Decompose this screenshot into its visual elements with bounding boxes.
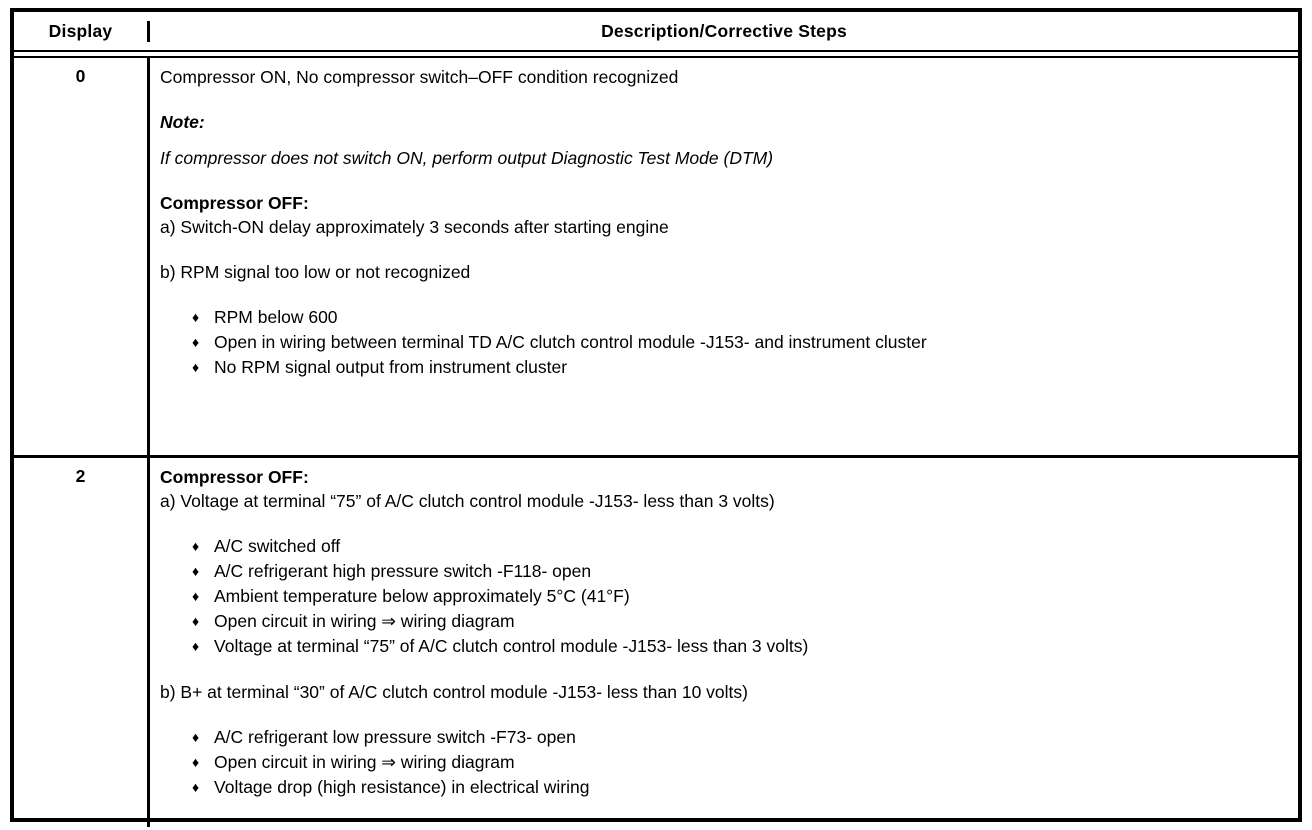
bullet-item: ♦ Open circuit in wiring ⇒ wiring diagram (192, 750, 1286, 775)
description-cell: Compressor ON, No compressor switch–OFF … (150, 58, 1298, 455)
diamond-bullet-icon: ♦ (192, 754, 200, 770)
bullet-text: Open in wiring between terminal TD A/C c… (214, 332, 927, 352)
bullet-text: Open circuit in wiring ⇒ wiring diagram (214, 611, 515, 631)
header-double-rule (14, 50, 1298, 58)
diamond-bullet-icon: ♦ (192, 638, 200, 654)
bullet-item: ♦ A/C switched off (192, 534, 1286, 559)
diamond-bullet-icon: ♦ (192, 563, 200, 579)
bullet-text: Voltage drop (high resistance) in electr… (214, 777, 590, 797)
text-block: If compressor does not switch ON, perfor… (160, 148, 774, 168)
diamond-bullet-icon: ♦ (192, 729, 200, 745)
bullet-list: ♦ RPM below 600 ♦ Open in wiring between te… (160, 305, 1286, 380)
bold-heading: Compressor OFF: (160, 467, 309, 487)
diamond-bullet-icon: ♦ (192, 334, 200, 350)
diamond-bullet-icon: ♦ (192, 538, 200, 554)
bold-heading: Compressor OFF: (160, 193, 309, 213)
bullet-item: ♦ A/C refrigerant high pressure switch -F… (192, 559, 1286, 584)
bullet-item: ♦ Ambient temperature below approximately… (192, 584, 1286, 609)
bullet-list: ♦ A/C switched off ♦ A/C refrigerant high p… (160, 534, 1286, 659)
table-body: 0 Compressor ON, No compressor switch–OFF… (14, 58, 1298, 827)
table-header-row: Display Description/Corrective Steps (14, 12, 1298, 50)
bullet-item: ♦ RPM below 600 (192, 305, 1286, 330)
text-block: Compressor ON, No compressor switch–OFF … (160, 67, 679, 87)
text-block: Note: (160, 112, 205, 132)
column-header-description: Description/Corrective Steps (601, 20, 847, 41)
text-block: b) B+ at terminal “30” of A/C clutch con… (160, 682, 748, 702)
bullet-item: ♦ Open in wiring between terminal TD A/C … (192, 330, 1286, 355)
bullet-item: ♦ A/C refrigerant low pressure switch -F7… (192, 725, 1286, 750)
bullet-text: A/C switched off (214, 536, 341, 556)
bullet-text: A/C refrigerant high pressure switch -F1… (214, 561, 592, 581)
bullet-item: ♦ Open circuit in wiring ⇒ wiring diagram (192, 609, 1286, 634)
bullet-text: No RPM signal output from instrument clu… (214, 357, 568, 377)
diamond-bullet-icon: ♦ (192, 779, 200, 795)
bullet-text: A/C refrigerant low pressure switch -F73… (214, 727, 576, 747)
diamond-bullet-icon: ♦ (192, 359, 200, 375)
diamond-bullet-icon: ♦ (192, 309, 200, 325)
bullet-item: ♦ Voltage at terminal “75” of A/C clutch … (192, 634, 1286, 659)
description-cell: Compressor OFF: a) Voltage at terminal “7… (150, 458, 1298, 827)
text-line: a) Voltage at terminal “75” of A/C clutc… (160, 491, 775, 511)
table-row: 0 Compressor ON, No compressor switch–OFF… (14, 58, 1298, 458)
text-line: a) Switch-ON delay approximately 3 secon… (160, 217, 669, 237)
table-row: 2 Compressor OFF: a) Voltage at terminal “… (14, 458, 1298, 827)
diamond-bullet-icon: ♦ (192, 613, 200, 629)
display-code-cell: 0 (14, 58, 150, 455)
bullet-list: ♦ A/C refrigerant low pressure switch -F7… (160, 725, 1286, 800)
bullet-item: ♦ No RPM signal output from instrument cl… (192, 355, 1286, 380)
text-block: Compressor OFF: a) Switch-ON delay approx… (160, 191, 1286, 239)
column-header-display: Display (14, 20, 150, 42)
bullet-text: Voltage at terminal “75” of A/C clutch c… (214, 636, 809, 656)
bullet-text: Open circuit in wiring ⇒ wiring diagram (214, 752, 515, 772)
bullet-text: RPM below 600 (214, 307, 338, 327)
bullet-item: ♦ Voltage drop (high resistance) in elect… (192, 775, 1286, 800)
diamond-bullet-icon: ♦ (192, 588, 200, 604)
text-block: b) RPM signal too low or not recognized (160, 262, 471, 282)
bullet-text: Ambient temperature below approximately … (214, 586, 630, 606)
display-code-cell: 2 (14, 458, 150, 827)
text-block: Compressor OFF: a) Voltage at terminal “7… (160, 465, 1286, 513)
